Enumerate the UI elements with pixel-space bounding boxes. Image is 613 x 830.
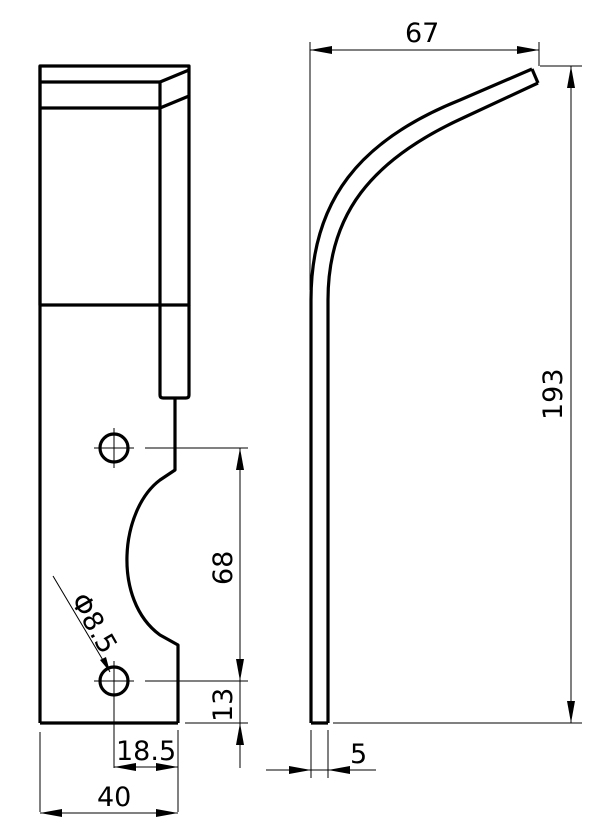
arrow-left-icon [114,763,136,771]
arrow-down-icon [567,701,575,723]
bent-bar-inner [326,81,539,723]
dim-67-label: 67 [405,18,439,49]
front-view-outline [38,64,191,307]
bent-bar-outer [309,67,533,723]
dim-13-label: 13 [208,688,239,722]
dim-18-5-label: 18.5 [116,736,176,767]
side-view: 67 193 5 [266,18,582,778]
front-view: Φ8.5 68 13 18.5 40 [38,64,248,817]
right-edge-cutout [125,398,180,723]
second-bevel-diag [159,94,190,110]
dim-193-label: 193 [538,368,569,420]
arrow-left-icon [328,766,350,774]
bar-tip [530,68,540,84]
arrow-right-icon [156,809,178,817]
arrow-left-icon [40,809,62,817]
diameter-leader [52,575,111,673]
arrow-up-icon [236,723,244,745]
arrow-right-icon [156,763,178,771]
arrow-up-icon [567,66,575,88]
dim-40-label: 40 [97,782,131,813]
dim-5-label: 5 [350,739,367,770]
arrow-right-icon [517,46,539,54]
hole-diameter-label: Φ8.5 [64,588,123,659]
lower-tab [158,305,191,400]
arrow-down-icon [236,659,244,681]
top-bevel-diag [159,68,190,84]
arrow-left-icon [310,46,332,54]
arrow-right-icon [289,766,311,774]
diameter-arrow-icon [100,657,110,672]
dim-68-label: 68 [208,551,239,585]
arrow-up-icon [236,448,244,470]
